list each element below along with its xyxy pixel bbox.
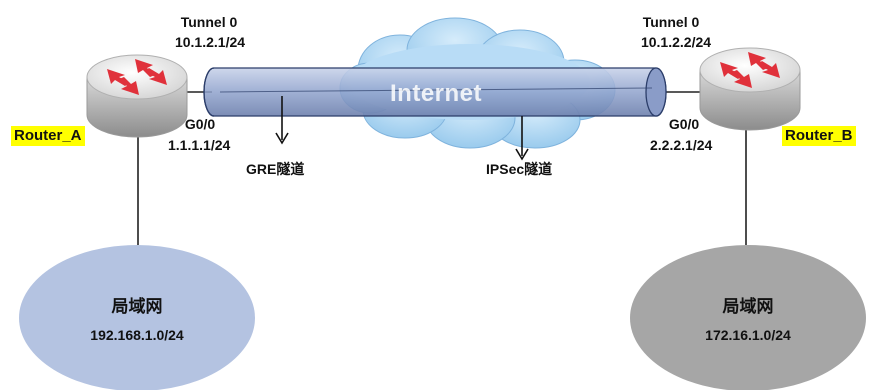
router-b-port-ip: 2.2.2.1/24 (650, 137, 713, 153)
router-a-tunnel-ip: 10.1.2.1/24 (174, 34, 246, 50)
lan-b-subnet: 172.16.1.0/24 (705, 327, 791, 343)
router-b-port: G0/0 (668, 116, 700, 132)
router-a-icon (86, 54, 188, 138)
lan-b-title: 局域网 (722, 297, 774, 316)
router-a-port: G0/0 (184, 116, 216, 132)
router-b-tunnel-name: Tunnel 0 (642, 14, 700, 30)
lan-a-title: 局域网 (111, 297, 163, 316)
lan-b-label-group: 局域网 172.16.1.0/24 (668, 292, 828, 343)
lan-b-ellipse (630, 245, 866, 390)
lan-a-ellipse (19, 245, 255, 390)
internet-label: Internet (390, 80, 483, 107)
gre-tunnel-label: GRE隧道 (246, 161, 305, 177)
router-b-icon (699, 47, 801, 131)
ipsec-tunnel-label: IPSec隧道 (486, 161, 553, 177)
router-b-tunnel-ip: 10.1.2.2/24 (640, 34, 712, 50)
gre-arrow (275, 96, 289, 145)
ipsec-arrow (515, 116, 529, 161)
router-a-port-ip: 1.1.1.1/24 (168, 137, 231, 153)
lan-a-subnet: 192.168.1.0/24 (90, 327, 184, 343)
router-a-name: Router_A (11, 126, 85, 146)
tunnel-pipe (203, 67, 667, 117)
router-b-name: Router_B (782, 126, 856, 146)
lan-a-label-group: 局域网 192.168.1.0/24 (57, 292, 217, 343)
router-a-tunnel-name: Tunnel 0 (180, 14, 238, 30)
